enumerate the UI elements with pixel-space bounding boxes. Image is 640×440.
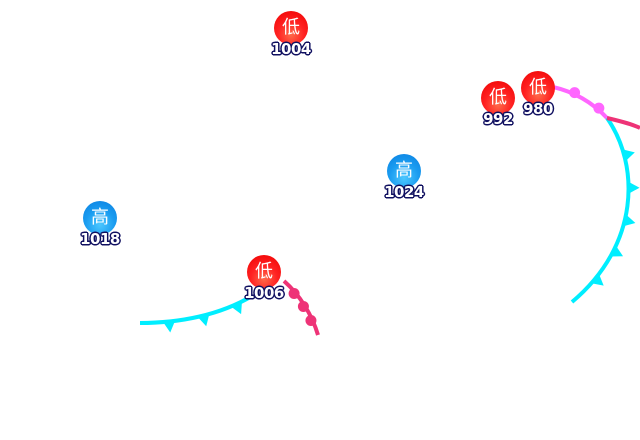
low-pressure-1006[interactable]: 低 1006 [234,255,294,302]
warm-front-semicircle [297,300,309,312]
cold-front-triangle [628,181,640,194]
high-pressure-icon: 高 [83,201,117,235]
warm-front-semicircle [305,315,317,327]
warm-front-semicircle [288,288,300,300]
cold-front-triangle [622,149,635,162]
occluded-front-semicircle [593,102,605,114]
pressure-value: 1024 [384,183,424,201]
cold-front-triangle [231,301,242,315]
occluded-front-east [552,85,609,120]
occluded-front-semicircle [569,87,581,99]
cold-front-west [139,294,254,325]
pressure-value: 1004 [271,40,311,58]
cold-front-east [570,116,631,304]
low-pressure-icon: 低 [521,71,555,105]
warm-front-east [606,116,640,130]
low-pressure-992[interactable]: 低 992 [468,81,528,128]
low-pressure-icon: 低 [274,11,308,45]
cold-front-triangle [197,314,210,327]
pressure-value: 980 [523,100,553,118]
cold-front-triangle [591,274,604,286]
cold-front-triangle [163,320,176,333]
high-pressure-1024[interactable]: 高 1024 [374,154,434,201]
high-pressure-1018[interactable]: 高 1018 [70,201,130,248]
pressure-value: 1018 [80,230,120,248]
cold-front-triangle [623,214,636,227]
cold-front-triangle [610,245,624,257]
high-pressure-icon: 高 [387,154,421,188]
low-pressure-1004[interactable]: 低 1004 [261,11,321,58]
low-pressure-980[interactable]: 低 980 [508,71,568,118]
pressure-value: 992 [483,110,513,128]
low-pressure-icon: 低 [247,255,281,289]
low-pressure-icon: 低 [481,81,515,115]
pressure-value: 1006 [244,284,284,302]
